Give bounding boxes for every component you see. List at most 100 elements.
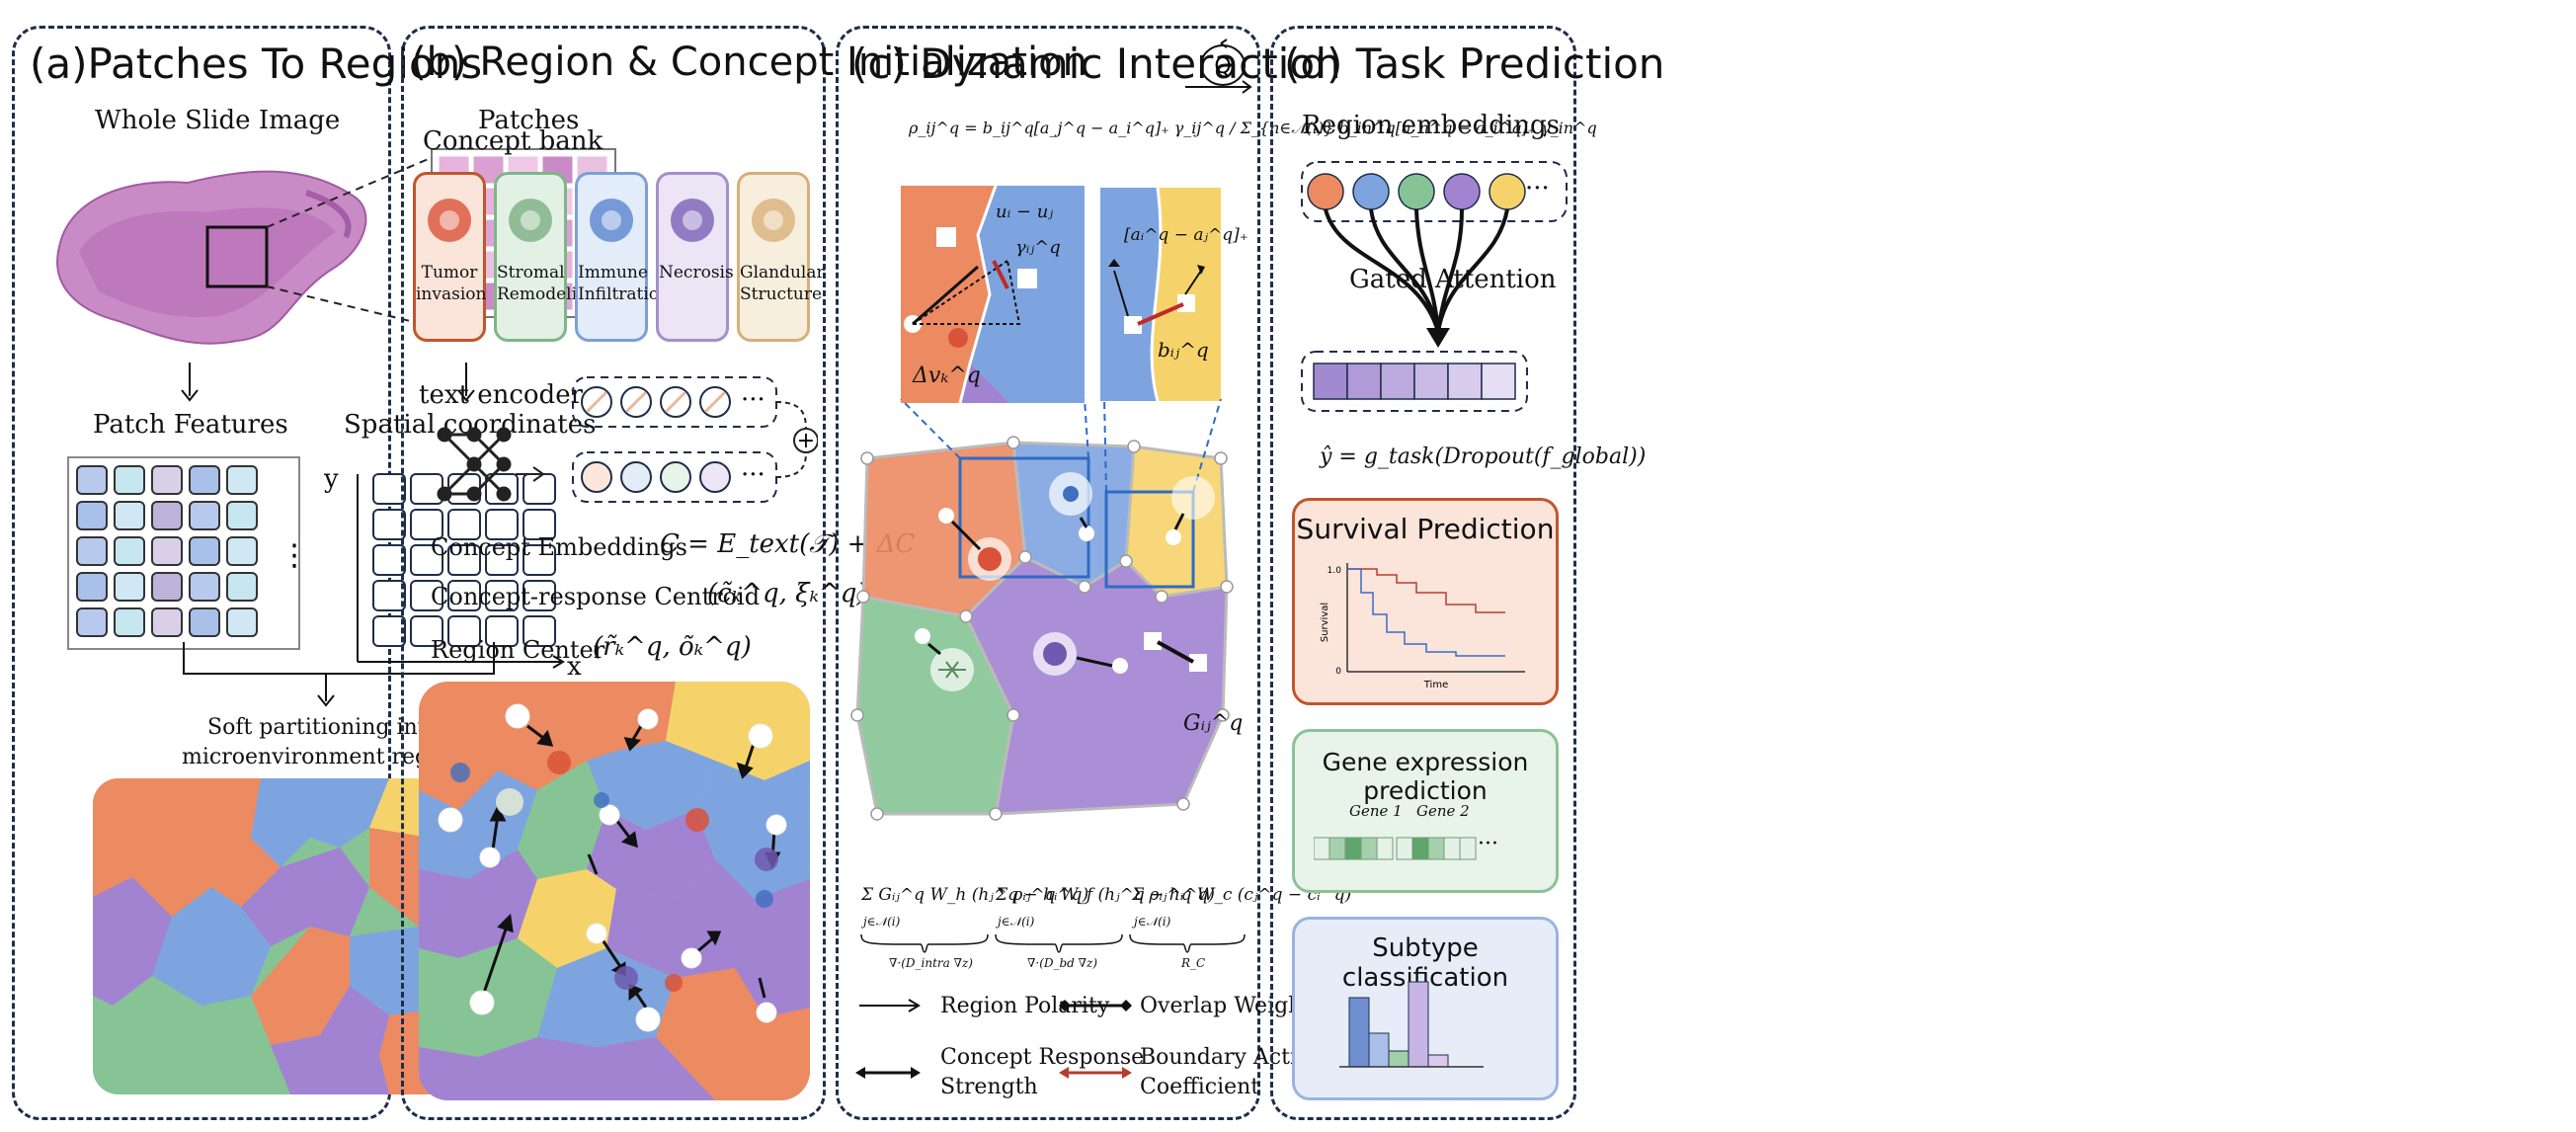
- feature-cell: [151, 536, 183, 566]
- feature-cell: [151, 572, 183, 602]
- feature-cell: [189, 536, 220, 566]
- region-embeddings-label: Region embeddings: [1302, 111, 1560, 140]
- gene2-label: Gene 2: [1416, 802, 1470, 820]
- coord-cell: [485, 509, 519, 540]
- panel-c-title: (c) Dynamic Interaction: [851, 40, 1341, 88]
- feature-cell: [226, 465, 258, 495]
- rho-equation: ρ_ij^q = b_ij^q[a_j^q − a_i^q]₊ γ_ij^q /…: [909, 119, 1597, 137]
- concept-embedding-boxes: +: [572, 376, 818, 503]
- feature-cell: [226, 572, 258, 602]
- coordinate-grid: [357, 473, 565, 669]
- legend-overlap: Overlap Weight: [1140, 994, 1312, 1018]
- concept-icon: [590, 199, 633, 242]
- survival-xlabel: Time: [1423, 680, 1448, 690]
- concept-line2: invasion: [416, 284, 487, 304]
- panel-c: [836, 26, 1260, 1120]
- embedding-circle: [581, 461, 612, 493]
- concept-line2: Structure: [740, 284, 823, 304]
- u-diff-label: uᵢ − uⱼ: [996, 202, 1054, 222]
- survival-tick-bot: 0: [1335, 667, 1341, 677]
- b-label: bᵢⱼ^q: [1158, 338, 1209, 362]
- feature-cell: [76, 501, 108, 530]
- concept-line1: Glandular: [740, 263, 825, 283]
- survival-tick-top: 1.0: [1328, 566, 1342, 576]
- coord-cell: [410, 509, 443, 540]
- emb-dots-1: ···: [741, 385, 765, 415]
- underbraces: [860, 933, 1246, 953]
- concept-line1: Stromal: [497, 263, 565, 283]
- coord-cell: [410, 615, 443, 647]
- coord-cell: [447, 544, 481, 576]
- coord-cell: [523, 509, 556, 540]
- feature-cell: [151, 465, 183, 495]
- zoom-inset-right: [1100, 188, 1221, 401]
- panel-d-title: (d) Task Prediction: [1284, 40, 1665, 88]
- whole-slide-label: Whole Slide Image: [95, 106, 341, 135]
- sum2-sub: j∈𝒩(i): [998, 915, 1035, 929]
- text-encoder-label: text encoder: [419, 380, 584, 410]
- dynamic-region-map: [850, 399, 1234, 821]
- region-center-label: Region Center: [431, 636, 605, 664]
- patch-features-grid: ⋮: [67, 456, 300, 650]
- panel-b: [401, 26, 826, 1120]
- coord-cell: [485, 544, 519, 576]
- feature-cell: [76, 465, 108, 495]
- concept-icon: [509, 199, 552, 242]
- feature-cell: [76, 536, 108, 566]
- gated-attention-label: Gated Attention: [1349, 265, 1557, 294]
- gene-title: Gene expression prediction: [1322, 748, 1529, 805]
- coord-cell: [372, 580, 406, 611]
- feature-cell: [189, 572, 220, 602]
- feature-cell: [189, 465, 220, 495]
- y-hat-eq: ŷ = g_task(Dropout(f_global)): [1320, 445, 1647, 469]
- q-letter: Q: [1214, 54, 1231, 79]
- axis-x-label: x: [567, 652, 582, 682]
- legend-boundary-2: Coefficient: [1140, 1075, 1260, 1099]
- concept-line2: Remodeling: [497, 284, 599, 304]
- concept-embeddings-label: Concept Embeddings: [431, 533, 687, 561]
- legend-concept-resp-2: Strength: [940, 1075, 1038, 1099]
- panel-b-title: (b) Region & Concept Initialization: [411, 40, 1087, 85]
- g-label: Gᵢⱼ^q: [1183, 711, 1244, 736]
- emb-dots-2: ···: [741, 460, 765, 490]
- coord-cell: [523, 615, 556, 647]
- concept-line1: Tumor: [421, 263, 478, 283]
- axis-y-label: y: [324, 464, 339, 494]
- sum2-eq: Σ ρᵢⱼ^q W_f (hⱼ^q − hᵢ^q): [996, 885, 1215, 905]
- survival-box: Survival Prediction: [1292, 498, 1559, 705]
- coord-cell: [523, 544, 556, 576]
- delta-v-label: Δvₖ^q: [913, 364, 981, 388]
- feature-cell: [76, 607, 108, 637]
- sum1-sub: j∈𝒩(i): [863, 915, 901, 929]
- feature-cell: [114, 501, 145, 530]
- feature-cell: [151, 501, 183, 530]
- concept-line1: Immune: [578, 263, 648, 283]
- concept-line1: Necrosis: [659, 263, 734, 283]
- concept-icon: [428, 199, 471, 242]
- feature-cell: [151, 607, 183, 637]
- panel-d: [1270, 26, 1576, 1120]
- sum1-eq: Σ Gᵢⱼ^q W_h (hⱼ^q − hᵢ^q): [861, 885, 1089, 905]
- legend-marks: [855, 999, 1132, 1079]
- region-center-eq: (r̃ₖ^q, õₖ^q): [593, 632, 752, 662]
- feature-cell: [114, 607, 145, 637]
- coord-cell: [372, 473, 406, 505]
- sum3-eq: Σ ρᵢⱼ^q W_c (cⱼ^q − cᵢ^q): [1132, 885, 1352, 905]
- coord-cell: [485, 615, 519, 647]
- feature-cell: [114, 572, 145, 602]
- centroid-eq: (c̃ₖ^q, ξₖ^q): [707, 579, 867, 608]
- gated-attention-diagram: [1301, 161, 1568, 412]
- feature-cell: [114, 536, 145, 566]
- feature-cell: [189, 607, 220, 637]
- gene1-label: Gene 1: [1349, 802, 1403, 820]
- feature-cell: [76, 572, 108, 602]
- concept-icon: [671, 199, 714, 242]
- zoom-inset-left: [901, 186, 1085, 403]
- coord-cell: [447, 509, 481, 540]
- gene-bars: [1314, 837, 1477, 860]
- coord-cell: [447, 615, 481, 647]
- gene-dots: ···: [1478, 832, 1498, 856]
